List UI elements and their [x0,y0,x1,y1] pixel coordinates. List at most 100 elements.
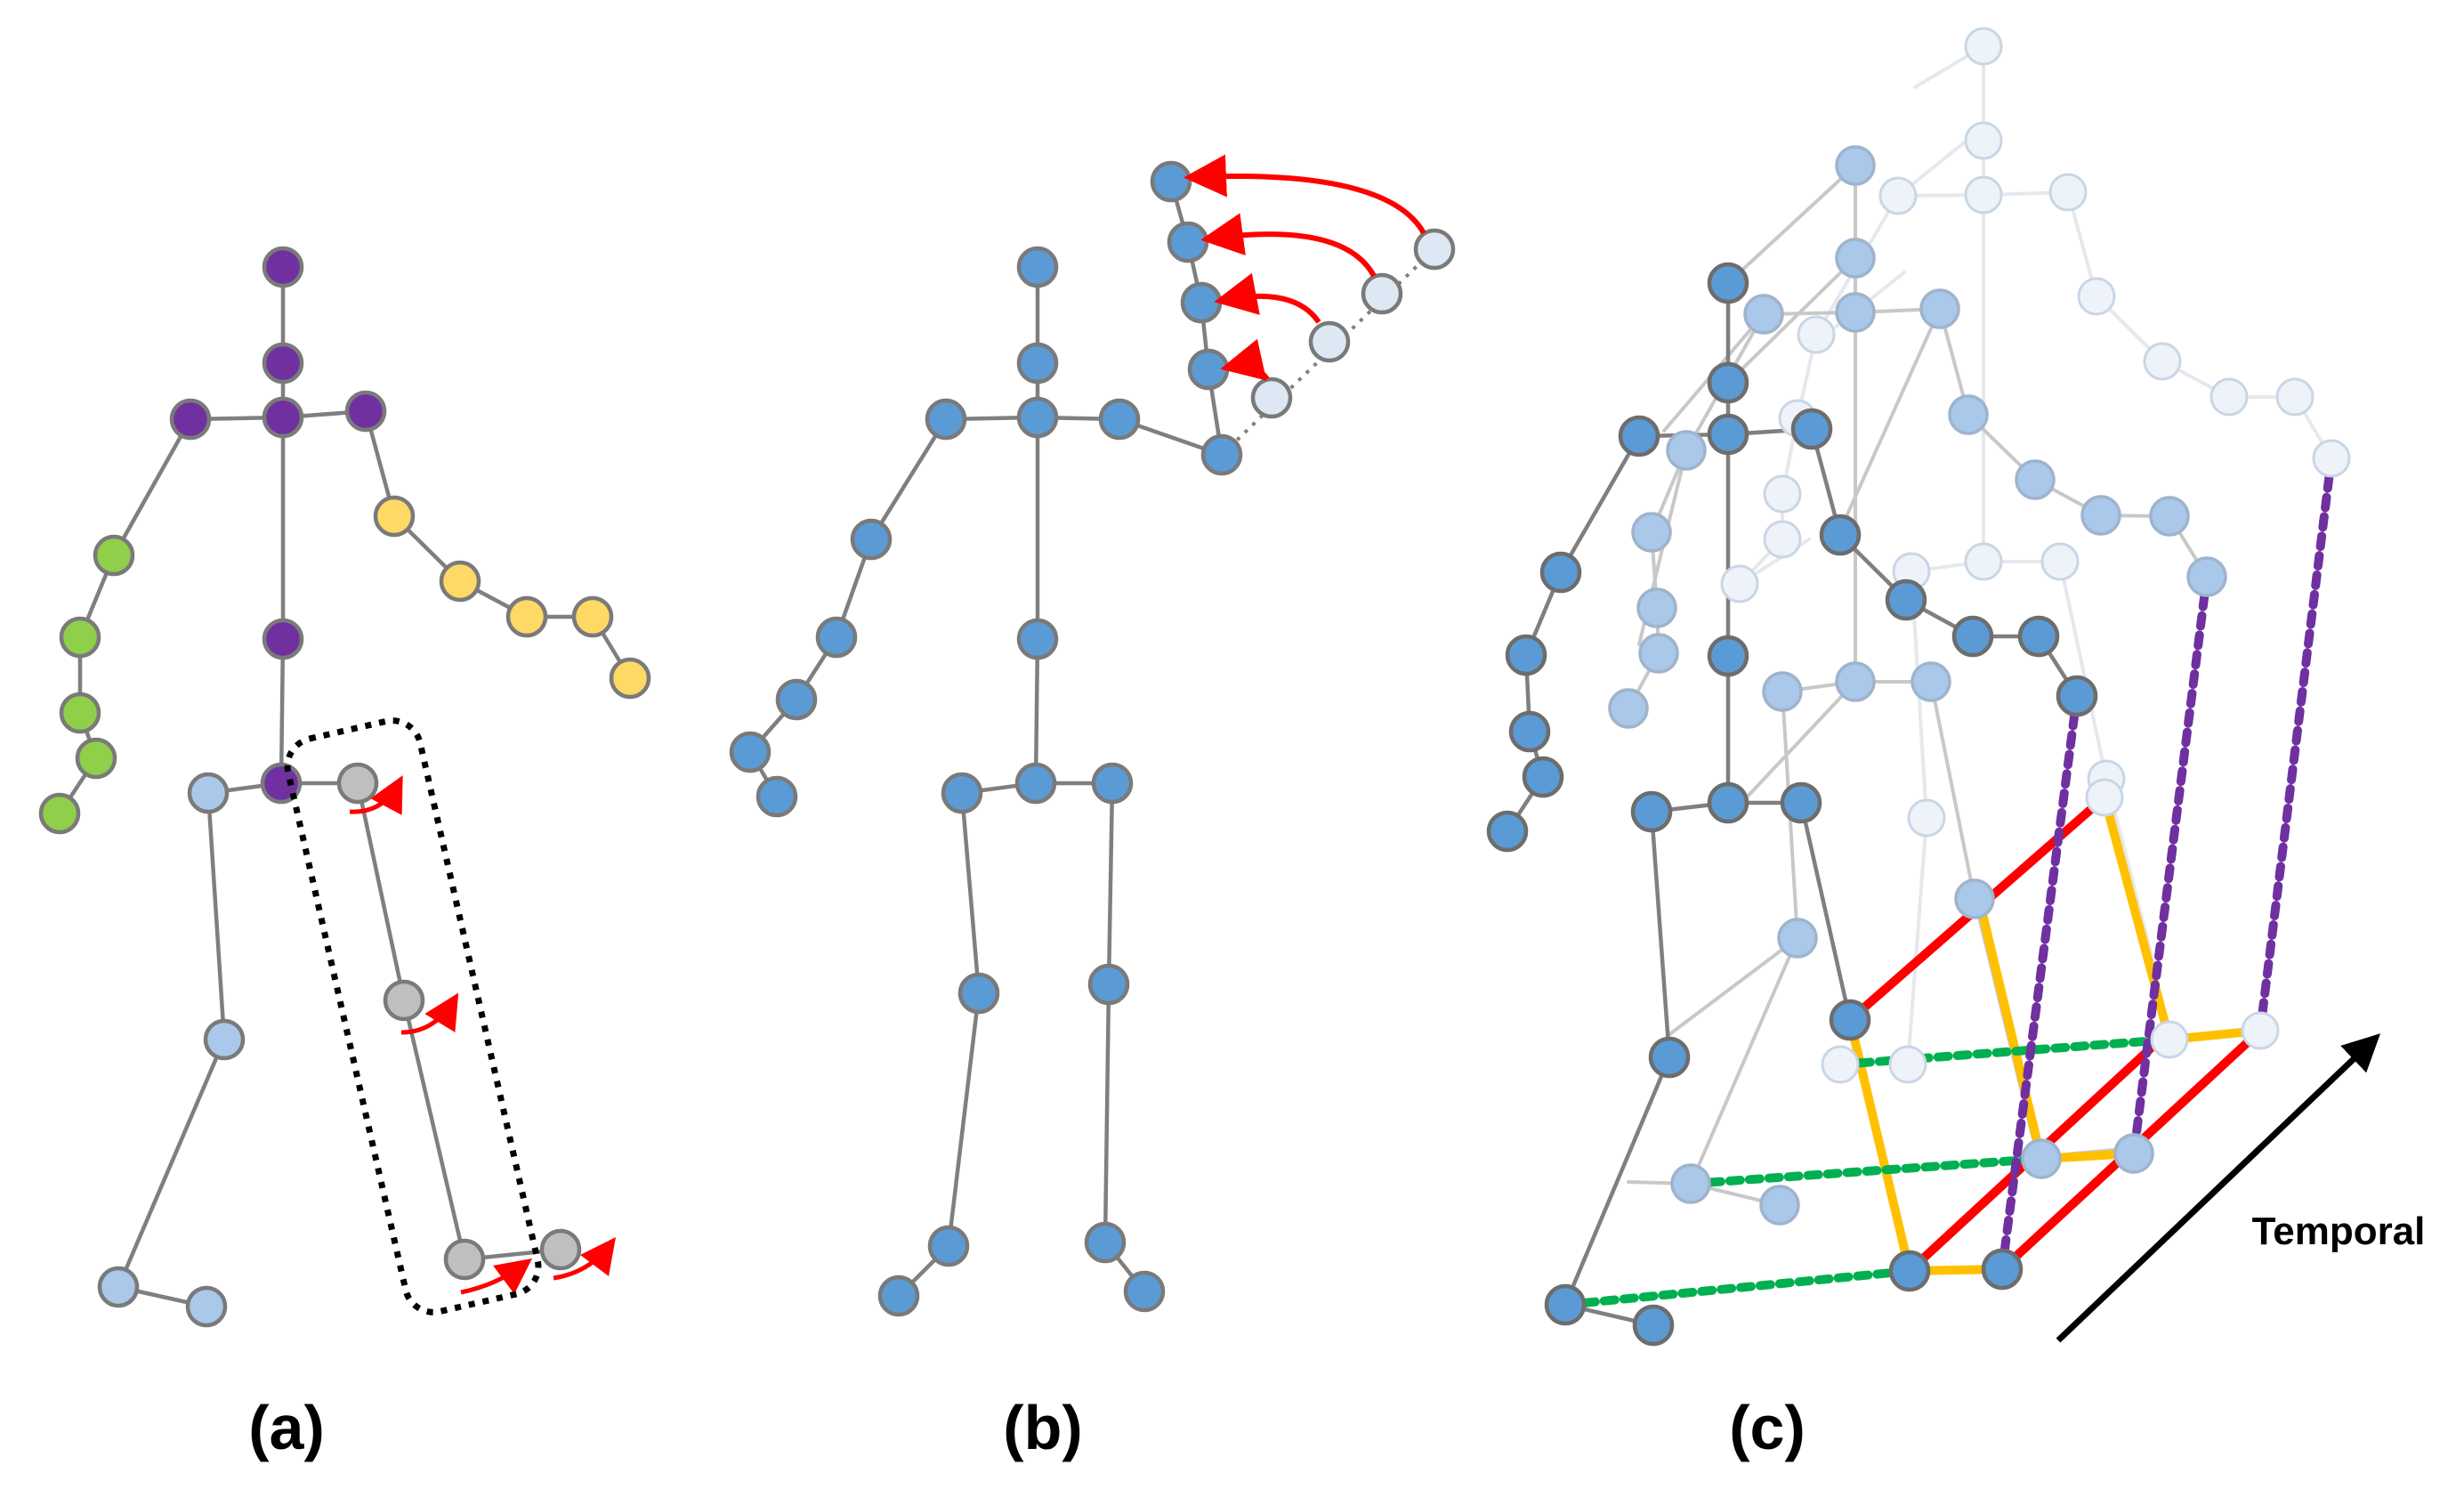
panel-a-joints [38,246,651,1328]
joint [1167,221,1209,263]
joint-front [2017,615,2060,658]
joint-front [1981,1248,2024,1291]
joint [850,518,893,561]
joint-far [2048,173,2088,212]
joint-front [2056,675,2098,717]
joint-far [2275,377,2315,417]
joint-shoulder-left [169,398,212,441]
joint-original-ghost [1413,228,1456,271]
joint-mid [1666,430,1707,471]
purple-dotted-edge [1998,692,2081,1274]
joint-left-leg [203,1018,246,1061]
joint [1123,1270,1166,1313]
joint [877,1275,920,1317]
joint-far [1763,474,1802,514]
joint [729,731,772,773]
joint-left-leg [97,1266,140,1308]
joint-far [1720,564,1759,603]
joint [775,678,818,721]
joint-front [1707,361,1749,404]
selection-dotted-box [284,717,542,1315]
panel-b-joints [729,160,1456,1317]
joint-right-arm [505,595,548,638]
joint-far [2241,1011,2280,1050]
joint-right-arm [373,495,416,538]
yellow-edge [1975,894,2046,1163]
joint [927,1225,970,1267]
green-dotted-edge [1561,1266,1914,1309]
joint-left-arm [59,616,101,659]
joint-far [1821,1045,1860,1084]
joint-far [2077,277,2116,316]
joint-mid [1636,587,1677,628]
joint-mid [1919,288,1960,329]
joint-original-ghost [1361,272,1403,315]
joint-mid [1911,661,1951,702]
joint-front [1888,1250,1931,1292]
joint [1150,160,1192,203]
joint-mid [2149,496,2190,537]
joint-front [1707,413,1749,456]
joint-spine-mid [262,618,304,660]
middle-frame-joints [1608,145,2227,1226]
joint-mid [1777,918,1818,959]
joint-mid [2080,495,2121,536]
joint-left-arm [59,692,101,734]
joint-far [1964,542,2003,581]
joint-front [1780,781,1822,824]
joint-mid [2021,1138,2062,1179]
joint-mid [1608,688,1649,729]
joint [1098,398,1141,441]
joint [925,398,967,441]
joint-front [1707,635,1749,677]
joint-far [2085,778,2124,817]
joint-right-arm [609,657,651,700]
joint-mid [1954,878,1995,919]
joint-far [2312,439,2351,478]
joint-far [1797,315,1836,354]
joint-far [1878,176,1918,215]
joint-front [1486,810,1529,853]
caption-b: (b) [1003,1393,1082,1462]
joint-mid [1835,292,1876,333]
joint-front [1885,579,1927,621]
joint-mid [1762,671,1803,712]
joint-mid [1835,238,1876,279]
joint [1087,963,1130,1006]
joint-right-arm [571,595,614,638]
joint-right-leg-highlight [383,979,425,1022]
joint-left-leg [185,1285,228,1328]
ghost-frame-joints [1720,27,2351,1084]
joint-front [1790,408,1833,450]
joint-right-arm [439,560,481,603]
joint-left-arm [38,792,81,835]
joint-neck [262,342,304,384]
joint-far [1907,798,1946,838]
joint-right-leg-highlight [336,762,379,805]
temporal-arrow [2056,1033,2381,1343]
joint-front [1522,756,1564,798]
caption-c: (c) [1729,1393,1806,1462]
joint-right-leg-highlight [443,1238,486,1281]
joint-mid [1948,394,1989,435]
joint-mid [2186,556,2227,597]
joint-far [1964,175,2003,214]
front-frame-joints [1486,262,2098,1347]
joint [941,772,983,814]
joint-head [262,246,304,288]
joint-front [1648,1036,1691,1079]
joint-mid [1638,633,1679,674]
joint-front [1505,634,1547,676]
joint-original-ghost [1308,320,1351,363]
joint-far [2150,1020,2189,1059]
joint [957,972,1000,1015]
joint [1180,281,1223,324]
joint-front [1707,262,1749,304]
shear-arrows [1184,154,1426,381]
highlight-edges [1561,454,2336,1309]
joint-hip-center [260,762,303,805]
joint-front [1539,551,1582,594]
joint-far [1888,1045,1927,1084]
green-dotted-edge [1686,1154,2046,1188]
joint-left-leg [187,772,230,814]
